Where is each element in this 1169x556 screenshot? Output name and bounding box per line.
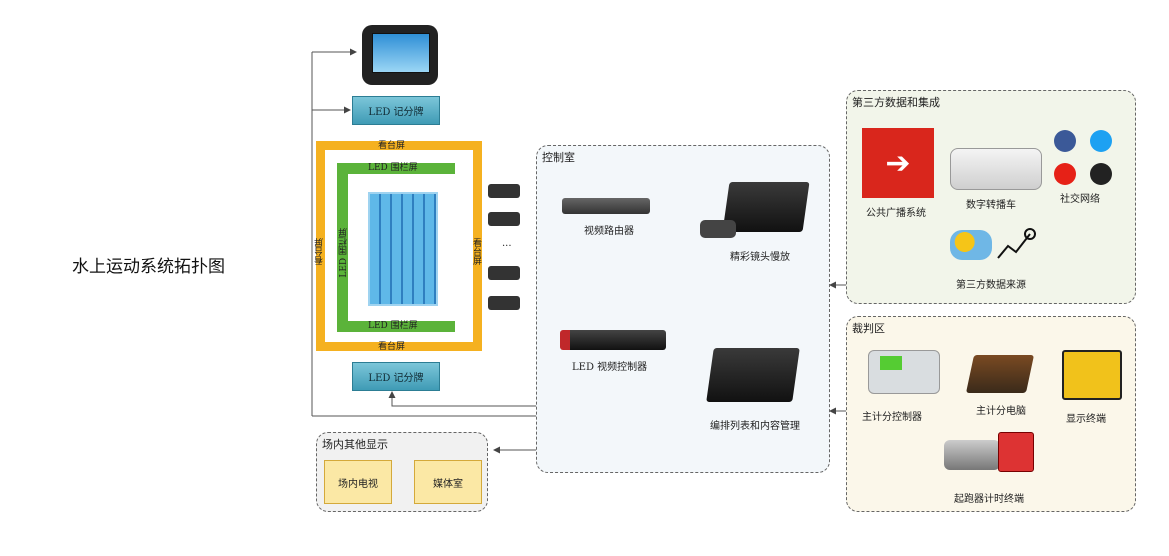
main-pc-label: 主计分电脑 bbox=[976, 406, 1026, 417]
judging-zone bbox=[846, 316, 1136, 512]
fence-screen-top bbox=[337, 163, 455, 174]
swimming-pool bbox=[368, 192, 438, 306]
camera-icon bbox=[488, 184, 520, 198]
third-party-label: 第三方数据和集成 bbox=[852, 96, 940, 109]
facebook-icon bbox=[1054, 130, 1076, 152]
display-terminal-label: 显示终端 bbox=[1066, 414, 1106, 425]
fence-bottom-label: LED 围栏屏 bbox=[368, 321, 418, 331]
slowmo-remote-device bbox=[700, 220, 736, 238]
playlist-console-device bbox=[706, 348, 800, 402]
broadcast-monitor-device bbox=[362, 25, 438, 85]
weather-icon bbox=[950, 230, 992, 260]
led-controller-device bbox=[560, 330, 666, 350]
venue-tv-box: 场内电视 bbox=[324, 460, 392, 504]
led-scoreboard-bottom: LED 记分牌 bbox=[352, 362, 440, 391]
data-chart-icon bbox=[997, 228, 1036, 259]
camera-icon bbox=[488, 266, 520, 280]
start-timer-device bbox=[944, 440, 1000, 470]
playlist-label: 编排列表和内容管理 bbox=[710, 421, 800, 432]
start-timer-case bbox=[998, 432, 1034, 472]
stand-screen-right-label: 看台屏 bbox=[471, 238, 481, 265]
main-controller-screen bbox=[880, 356, 902, 370]
led-controller-label: LED 视频控制器 bbox=[572, 362, 648, 373]
led-scoreboard-top: LED 记分牌 bbox=[352, 96, 440, 125]
main-pc-device bbox=[965, 355, 1035, 393]
data-source-label: 第三方数据来源 bbox=[956, 280, 1026, 291]
main-controller-label: 主计分控制器 bbox=[862, 412, 922, 423]
social-network-label: 社交网络 bbox=[1060, 194, 1100, 205]
control-room-label: 控制室 bbox=[542, 151, 575, 164]
camera-ellipsis: ... bbox=[502, 238, 512, 249]
instagram-icon bbox=[1090, 163, 1112, 185]
exit-sign-icon: ➔ bbox=[862, 128, 934, 198]
swimmer-screen-image bbox=[372, 33, 430, 73]
diagram-title: 水上运动系统拓扑图 bbox=[72, 257, 225, 277]
twitter-icon bbox=[1090, 130, 1112, 152]
main-controller-device bbox=[868, 350, 940, 394]
youtube-icon bbox=[1054, 163, 1076, 185]
stand-screen-top-label: 看台屏 bbox=[378, 141, 406, 151]
slowmo-label: 精彩镜头慢放 bbox=[730, 252, 790, 263]
display-terminal-device bbox=[1062, 350, 1122, 400]
fence-top-label: LED 围栏屏 bbox=[368, 163, 418, 173]
camera-icon bbox=[488, 212, 520, 226]
camera-icon bbox=[488, 296, 520, 310]
fence-left-label: LED 围栏屏 bbox=[339, 228, 349, 278]
pa-system-label: 公共广播系统 bbox=[866, 208, 926, 219]
stand-screen-bottom-label: 看台屏 bbox=[378, 342, 406, 352]
video-router-label: 视频路由器 bbox=[584, 226, 634, 237]
ob-van-image bbox=[950, 148, 1042, 190]
fence-screen-left bbox=[337, 163, 348, 332]
start-timer-label: 起跑器计时终端 bbox=[954, 494, 1024, 505]
fence-screen-bottom bbox=[337, 321, 455, 332]
video-router-device bbox=[562, 198, 650, 214]
stand-screen-left-label: 看台屏 bbox=[315, 238, 325, 265]
media-room-box: 媒体室 bbox=[414, 460, 482, 504]
other-displays-label: 场内其他显示 bbox=[322, 438, 388, 451]
ob-van-label: 数字转播车 bbox=[966, 200, 1016, 211]
judging-label: 裁判区 bbox=[852, 322, 885, 335]
